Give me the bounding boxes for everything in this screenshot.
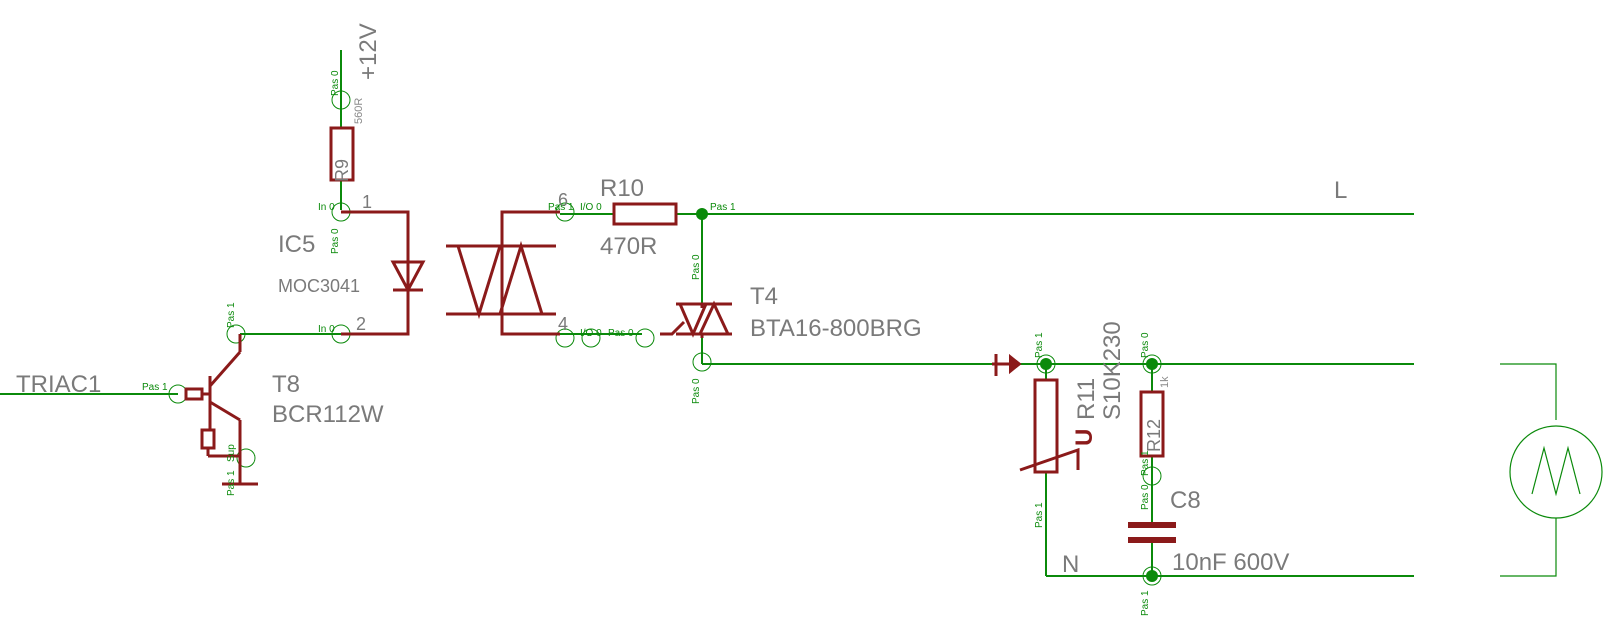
r10-value: 470R <box>600 233 657 260</box>
ic5-value: MOC3041 <box>278 276 360 296</box>
lamp-lead-bottom <box>1500 518 1557 577</box>
junction-r12 <box>1146 358 1158 370</box>
triac-t4: T4 BTA16-800BRG <box>660 283 922 342</box>
t4-name: T4 <box>750 283 778 310</box>
pin-label: Pas 1 <box>142 382 168 393</box>
r9-name: R9 <box>332 159 352 182</box>
t8-collector <box>208 351 242 387</box>
r11-name: R11 <box>1073 378 1100 420</box>
t8-bias-resistor <box>200 428 216 450</box>
r11-arrow-head1 <box>1009 353 1022 375</box>
pin-label: Pas 1 <box>1034 502 1045 528</box>
ic5-pin6: 6 <box>558 190 568 210</box>
pin-label: Pas 0 <box>1140 332 1151 358</box>
ic5-name: IC5 <box>278 231 315 258</box>
pin-markers <box>168 90 1162 586</box>
pin-label: Pas 0 <box>330 228 341 254</box>
line-n-label: N <box>1062 551 1079 578</box>
pin-label: In 0 <box>318 324 335 335</box>
ic5-pin4: 4 <box>558 314 568 334</box>
t8-emitter <box>209 400 241 422</box>
t4-value: BTA16-800BRG <box>750 315 922 342</box>
lamp-circle <box>1509 425 1603 519</box>
pin-gate <box>635 328 655 348</box>
pin-label: Sup <box>226 444 237 462</box>
pin-labels: Pas 0 In 0 Pas 0 In 0 Pas 1 I/O 0 Pas 1 … <box>142 70 1151 616</box>
r10-name: R10 <box>600 175 644 202</box>
ic5-triac-tri1 <box>455 244 503 320</box>
ic5-out-loop <box>500 210 560 336</box>
junction-r11 <box>1040 358 1052 370</box>
pin-label: Pas 0 <box>608 328 634 339</box>
supply-label: +12V <box>355 23 382 80</box>
resistor-r9: R9 560R <box>329 98 365 182</box>
pin-label: Pas 1 <box>1140 450 1151 476</box>
pin-r11-top <box>1036 354 1056 374</box>
r12-name: R12 <box>1144 419 1164 452</box>
capacitor-c8: C8 10nF 600V <box>1128 487 1289 576</box>
pin-ic5-4 <box>555 328 575 348</box>
net-triac-label: TRIAC1 <box>16 371 101 398</box>
c8-value: 10nF 600V <box>1172 549 1289 576</box>
junction-n <box>1146 570 1158 582</box>
pin-io <box>581 328 601 348</box>
resistor-r10: R10 470R <box>600 175 678 260</box>
t4-tri1 <box>677 302 709 338</box>
pin-r12-top <box>1142 354 1162 374</box>
r11-body <box>1033 378 1059 474</box>
t8-name: T8 <box>272 371 300 398</box>
r10-body <box>612 202 678 226</box>
pin-t8-e <box>236 448 256 468</box>
pin-label: Pas 1 <box>548 202 574 213</box>
pin-label: Pas 0 <box>1140 484 1151 510</box>
r11-u-label: U <box>1071 429 1098 446</box>
ic5-triac-tri2 <box>497 240 545 316</box>
line-l-label: L <box>1334 177 1347 204</box>
c8-name: C8 <box>1170 487 1201 514</box>
optocoupler-ic5: IC5 MOC3041 1 2 6 4 <box>278 190 568 336</box>
r12-value: 1k <box>1159 376 1171 388</box>
t8-base-resistor <box>184 387 204 401</box>
pin-label: Pas 1 <box>1140 590 1151 616</box>
transistor-t8: T8 BCR112W <box>184 334 384 486</box>
junctions <box>696 208 1158 582</box>
pin-t8-c <box>226 324 246 344</box>
r9-value: 560R <box>353 98 365 124</box>
junction-l <box>696 208 708 220</box>
pin-label: Pas 0 <box>691 378 702 404</box>
wires <box>0 50 1414 577</box>
r11-slash <box>1019 447 1080 472</box>
r9-body <box>329 126 355 182</box>
lamp-filament <box>1531 445 1581 497</box>
ic5-led-triangle <box>390 260 426 294</box>
pin-label: Pas 1 <box>1034 332 1045 358</box>
t4-gate <box>660 320 686 336</box>
pin-r9-top <box>331 90 351 110</box>
t8-value: BCR112W <box>272 401 384 428</box>
pin-t4-bottom <box>692 352 712 372</box>
pin-label: I/O 0 <box>580 328 602 339</box>
pin-r12-bottom <box>1142 466 1162 486</box>
resistor-r12: R12 1k <box>1139 376 1171 458</box>
varistor-r11: R11 S10K230 U <box>992 321 1126 474</box>
r12-body <box>1139 390 1165 458</box>
pin-label: Pas 1 <box>226 302 237 328</box>
r11-value: S10K230 <box>1099 321 1126 420</box>
pin-label: Pas 0 <box>330 70 341 96</box>
lamp-lead-top <box>1500 363 1557 420</box>
t4-tri2 <box>697 300 731 336</box>
pin-label: Pas 1 <box>226 470 237 496</box>
load-lamp <box>1500 363 1603 577</box>
pin-label: Pas 0 <box>691 254 702 280</box>
pin-label: In 0 <box>318 202 335 213</box>
ic5-led-loop <box>341 210 410 336</box>
ic5-pin1: 1 <box>362 192 372 212</box>
pin-c8-bottom <box>1142 566 1162 586</box>
pin-label: Pas 1 <box>710 202 736 213</box>
pin-label: I/O 0 <box>580 202 602 213</box>
ic5-pin2: 2 <box>356 314 366 334</box>
